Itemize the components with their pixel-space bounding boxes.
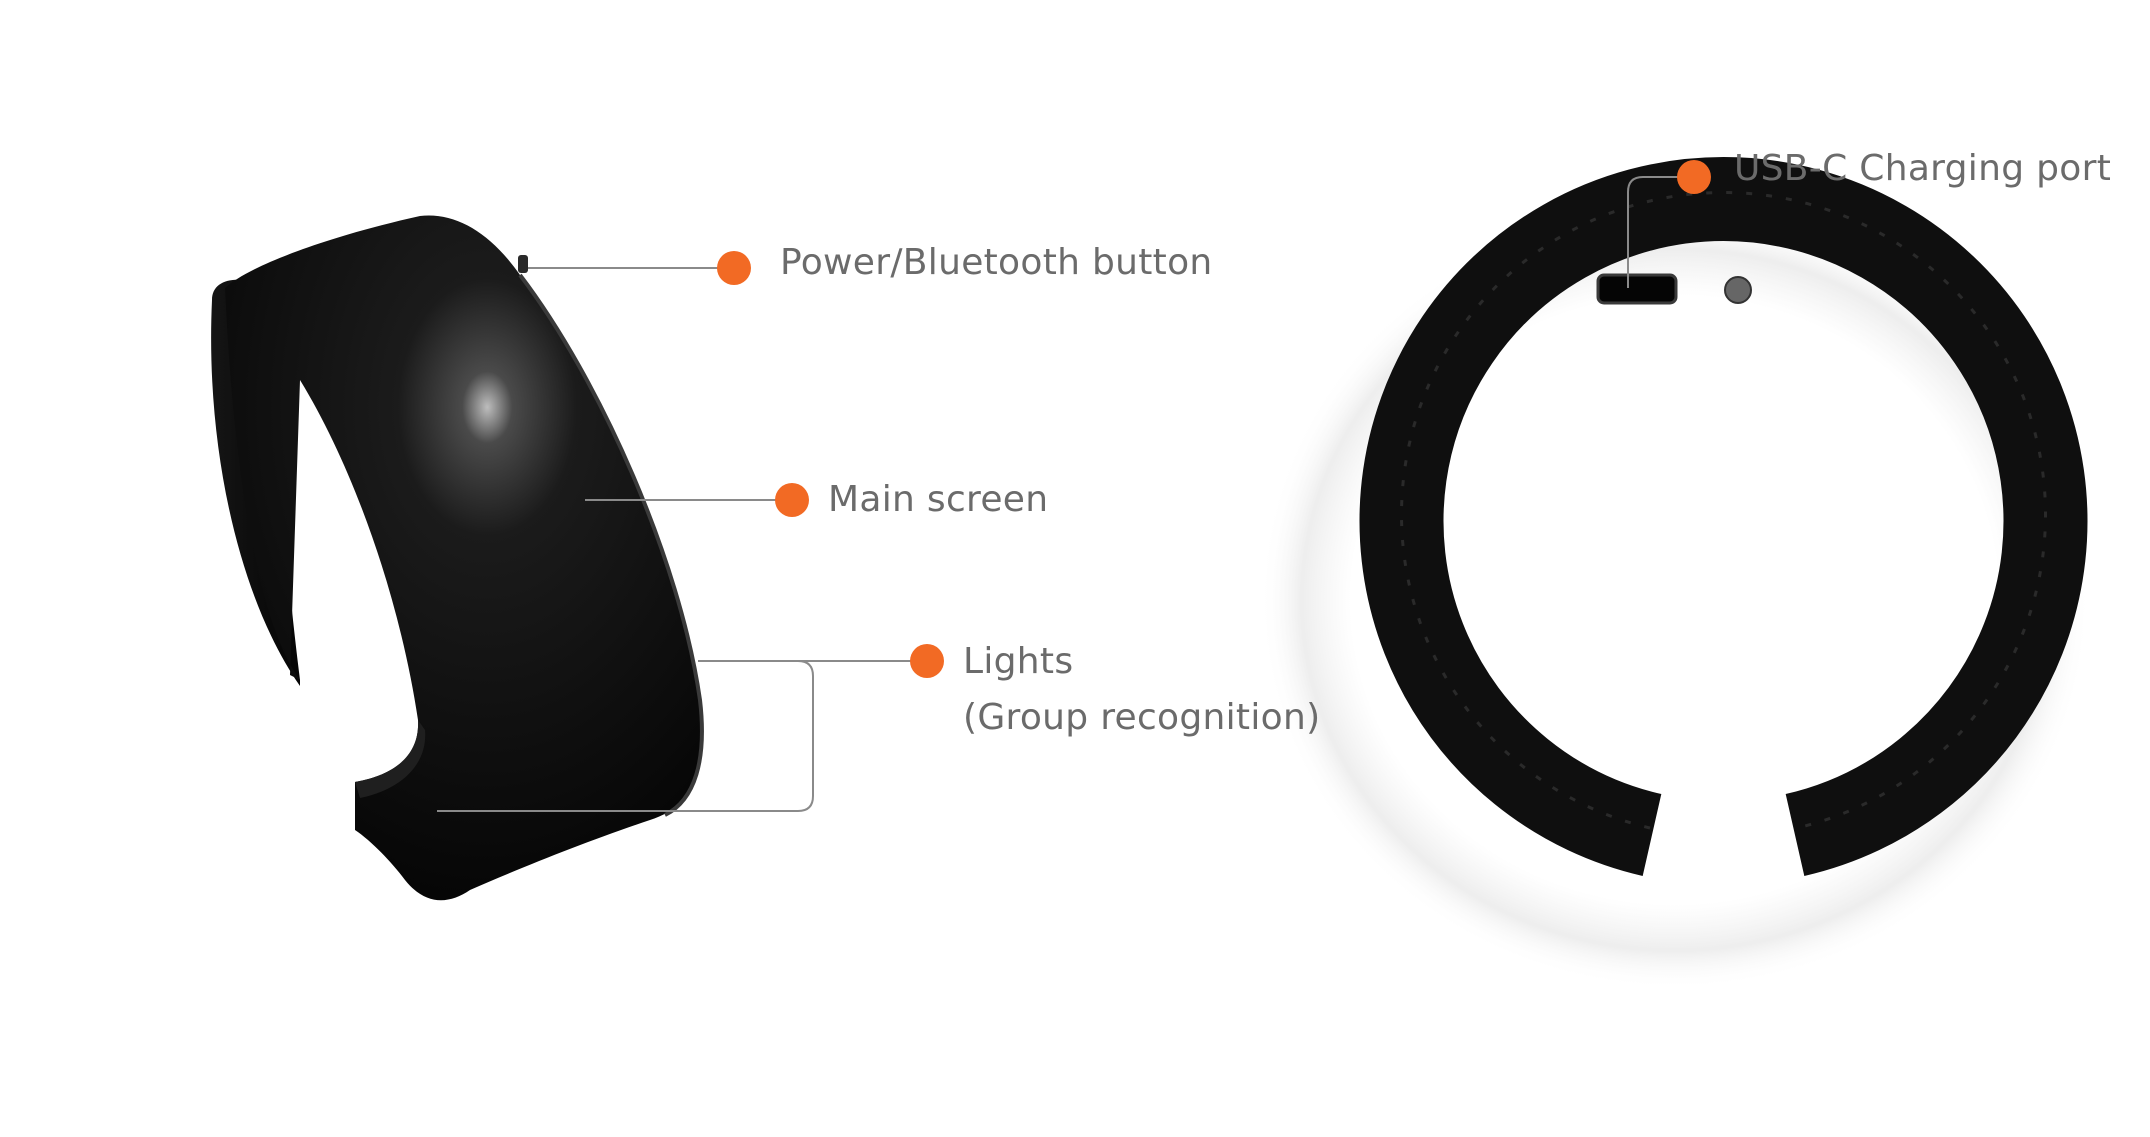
- ring-highlight: [1400, 191, 2047, 830]
- leader-lines: [437, 176, 1692, 812]
- callout-label-main-screen: Main screen: [828, 479, 1049, 520]
- callout-label-power: Power/Bluetooth button: [780, 242, 1213, 283]
- band-side-view: [211, 215, 704, 901]
- power-button: [518, 255, 528, 273]
- callout-dot-power: [717, 251, 751, 285]
- callout-dot-main-screen: [775, 483, 809, 517]
- band-bottom-lip: [355, 720, 426, 798]
- callout-label-lights: Lights: [963, 641, 1074, 682]
- callout-dots: [717, 160, 1711, 678]
- ring-button: [1724, 276, 1752, 304]
- band-top-view: [1260, 157, 2090, 990]
- callout-dot-lights: [910, 644, 944, 678]
- band-front-surface: [225, 215, 702, 901]
- ring-body: [1359, 157, 2088, 876]
- callout-sublabel-lights: (Group recognition): [963, 697, 1321, 738]
- callout-dot-usb: [1677, 160, 1711, 194]
- band-rim-highlight: [518, 273, 704, 817]
- callout-label-usb: USB-C Charging port: [1734, 148, 2112, 189]
- usb-c-port: [1596, 273, 1678, 305]
- leader-line-usb: [1627, 176, 1692, 288]
